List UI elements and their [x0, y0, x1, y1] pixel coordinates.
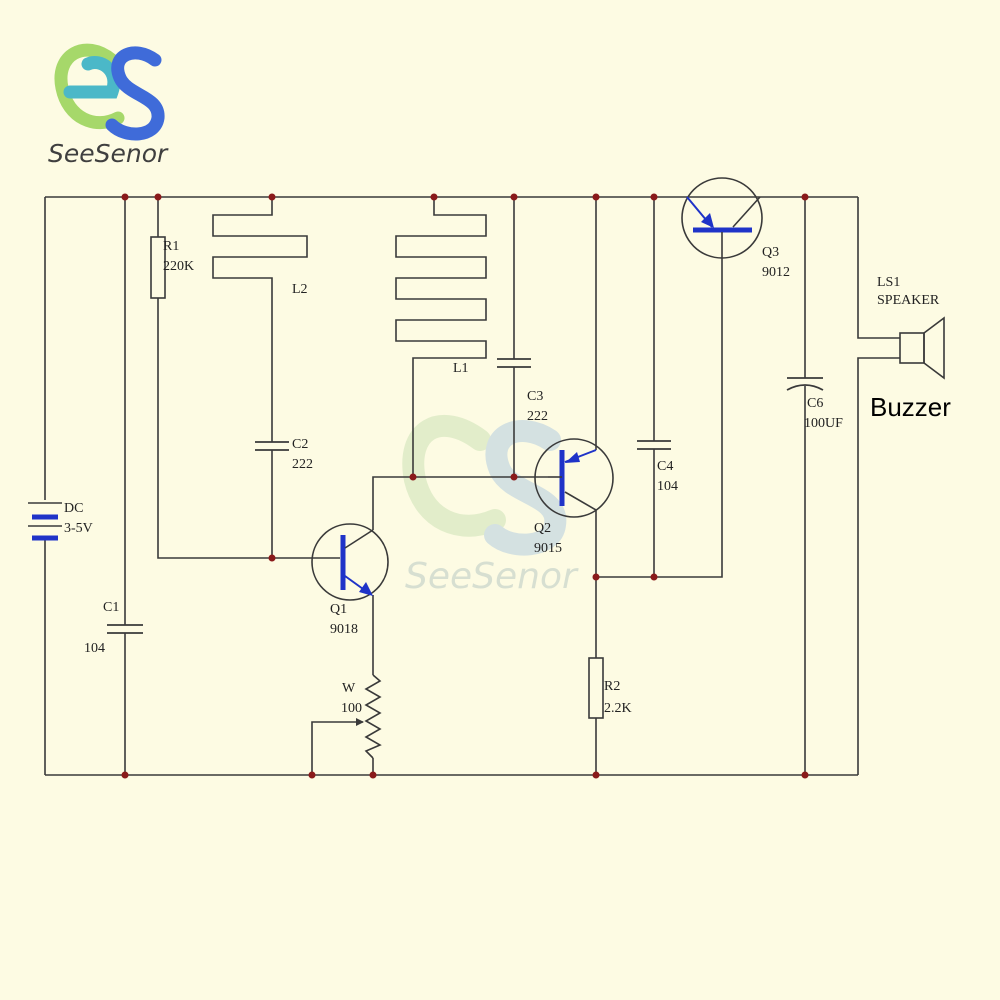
q2-value: 9015: [534, 541, 562, 556]
c3-value: 222: [527, 409, 548, 424]
l2-name: L2: [292, 282, 308, 297]
resistor-r1: [150, 236, 166, 299]
resistor-r2: [588, 657, 604, 719]
transistor-q2: [534, 438, 614, 518]
l2-coil: [212, 197, 308, 442]
c1-value: 104: [84, 641, 105, 656]
q3-base-wire: [596, 260, 723, 578]
speaker-wire-top: [857, 197, 900, 339]
r2-name: R2: [604, 679, 620, 694]
w-name: W: [342, 681, 356, 696]
w-value: 100: [341, 701, 362, 716]
c6-name: C6: [807, 396, 823, 411]
transistor-q1: [311, 523, 389, 601]
buzzer-label: Buzzer: [870, 392, 951, 422]
c2-name: C2: [292, 437, 308, 452]
capacitor-c4: [637, 440, 671, 450]
capacitor-c6: [786, 377, 824, 391]
watermark: SeeSenor: [402, 414, 579, 597]
capacitor-c1: [107, 624, 143, 634]
r2-value: 2.2K: [604, 701, 632, 716]
q3-value: 9012: [762, 265, 790, 280]
wires: [44, 196, 900, 776]
l1-coil: [395, 197, 487, 477]
q2-name: Q2: [534, 521, 551, 536]
w-wiper-wire: [311, 721, 363, 775]
r1-name: R1: [163, 239, 179, 254]
c1-name: C1: [103, 600, 119, 615]
battery-dc: [28, 502, 62, 541]
q1-value: 9018: [330, 622, 358, 637]
q1-name: Q1: [330, 602, 347, 617]
dc-value: 3-5V: [64, 521, 93, 536]
q1-collector-wire: [372, 476, 548, 530]
ls1-name: LS1: [877, 275, 900, 290]
capacitor-c2: [255, 441, 289, 451]
q3-name: Q3: [762, 245, 779, 260]
c6-value: 100UF: [804, 416, 843, 431]
speaker-icon: [899, 316, 945, 380]
dc-name: DC: [64, 501, 83, 516]
r1-value: 220K: [163, 259, 194, 274]
transistor-q3: [681, 177, 763, 260]
c4-name: C4: [657, 459, 673, 474]
r1-to-q1-base: [157, 298, 340, 559]
ls1-value: SPEAKER: [877, 293, 940, 308]
potentiometer-w: [356, 674, 382, 759]
brand-name: SeeSenor: [48, 139, 169, 168]
watermark-text: SeeSenor: [405, 556, 579, 597]
junctions: [121, 193, 809, 779]
capacitor-c3: [497, 358, 531, 368]
c3-name: C3: [527, 389, 543, 404]
seesenor-logo: SeeSenor: [48, 43, 169, 168]
l1-name: L1: [453, 361, 469, 376]
c4-value: 104: [657, 479, 678, 494]
c2-value: 222: [292, 457, 313, 472]
speaker-wire-bottom: [857, 357, 900, 775]
